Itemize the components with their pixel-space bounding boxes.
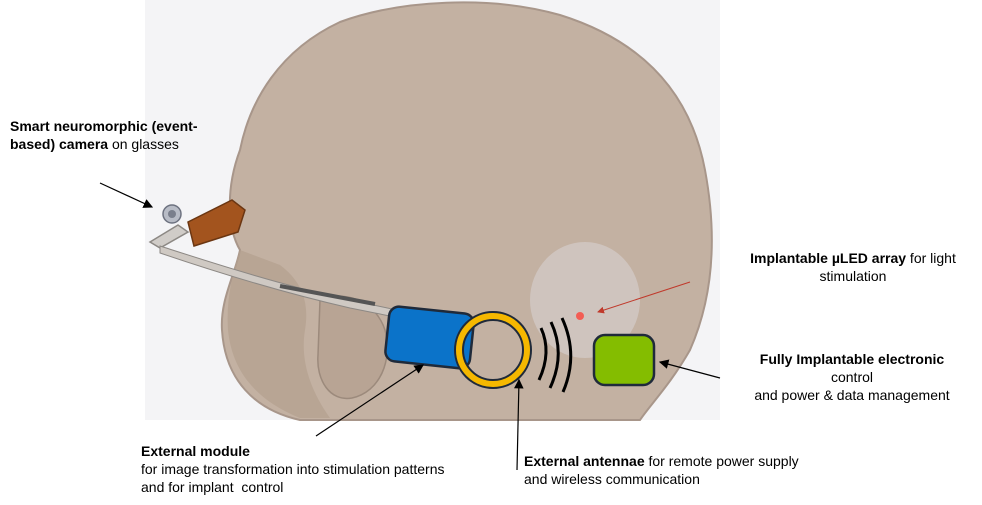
- uled-label-bold: Implantable µLED array: [750, 250, 907, 266]
- module-label-line2: for image transformation into stimulatio…: [141, 461, 445, 477]
- face-shading: [227, 250, 330, 418]
- uled-label: Implantable µLED array for light stimula…: [733, 249, 973, 285]
- module-label-bold: External module: [141, 443, 250, 459]
- wireless-wave-icon: [537, 327, 548, 381]
- antenna-label-text: for remote power supply and wireless com…: [524, 453, 799, 487]
- wireless-wave-icon: [548, 321, 560, 389]
- camera-label: Smart neuromorphic (event-based) camera …: [10, 117, 210, 153]
- antenna-label: External antennae for remote power suppl…: [524, 452, 814, 488]
- module-label: External module for image transformation…: [141, 442, 501, 496]
- uled-array-icon: [576, 312, 584, 320]
- camera-arrow: [99, 182, 154, 208]
- glasses-lens: [187, 199, 246, 247]
- electronic-label-line3: and power & data management: [754, 387, 950, 403]
- module-label-line3: and for implant control: [141, 479, 284, 495]
- uled-arrow: [597, 281, 691, 314]
- glasses-cable: [279, 284, 376, 306]
- electronic-label-bold: Fully Implantable electronic: [759, 351, 945, 367]
- implant-electronic-shape: [592, 333, 656, 387]
- external-antenna-fill: [456, 313, 530, 387]
- electronic-label-line2: control: [830, 369, 874, 385]
- electronic-arrow: [658, 359, 721, 379]
- external-module-shape: [384, 305, 475, 370]
- uled-label-text: for light stimulation: [819, 250, 956, 284]
- implant-site-shape: [530, 242, 640, 358]
- camera-label-bold: Smart neuromorphic (event-based) camera: [10, 118, 198, 152]
- camera-label-text: on glasses: [108, 136, 179, 152]
- glasses-frame: [148, 224, 190, 249]
- camera-lens-icon: [168, 210, 176, 218]
- module-arrow: [315, 364, 424, 437]
- electronic-label: Fully Implantable electronic control and…: [742, 350, 962, 404]
- antenna-label-bold: External antennae: [524, 453, 645, 469]
- wireless-wave-icon: [560, 317, 573, 393]
- antenna-arrow: [514, 378, 524, 471]
